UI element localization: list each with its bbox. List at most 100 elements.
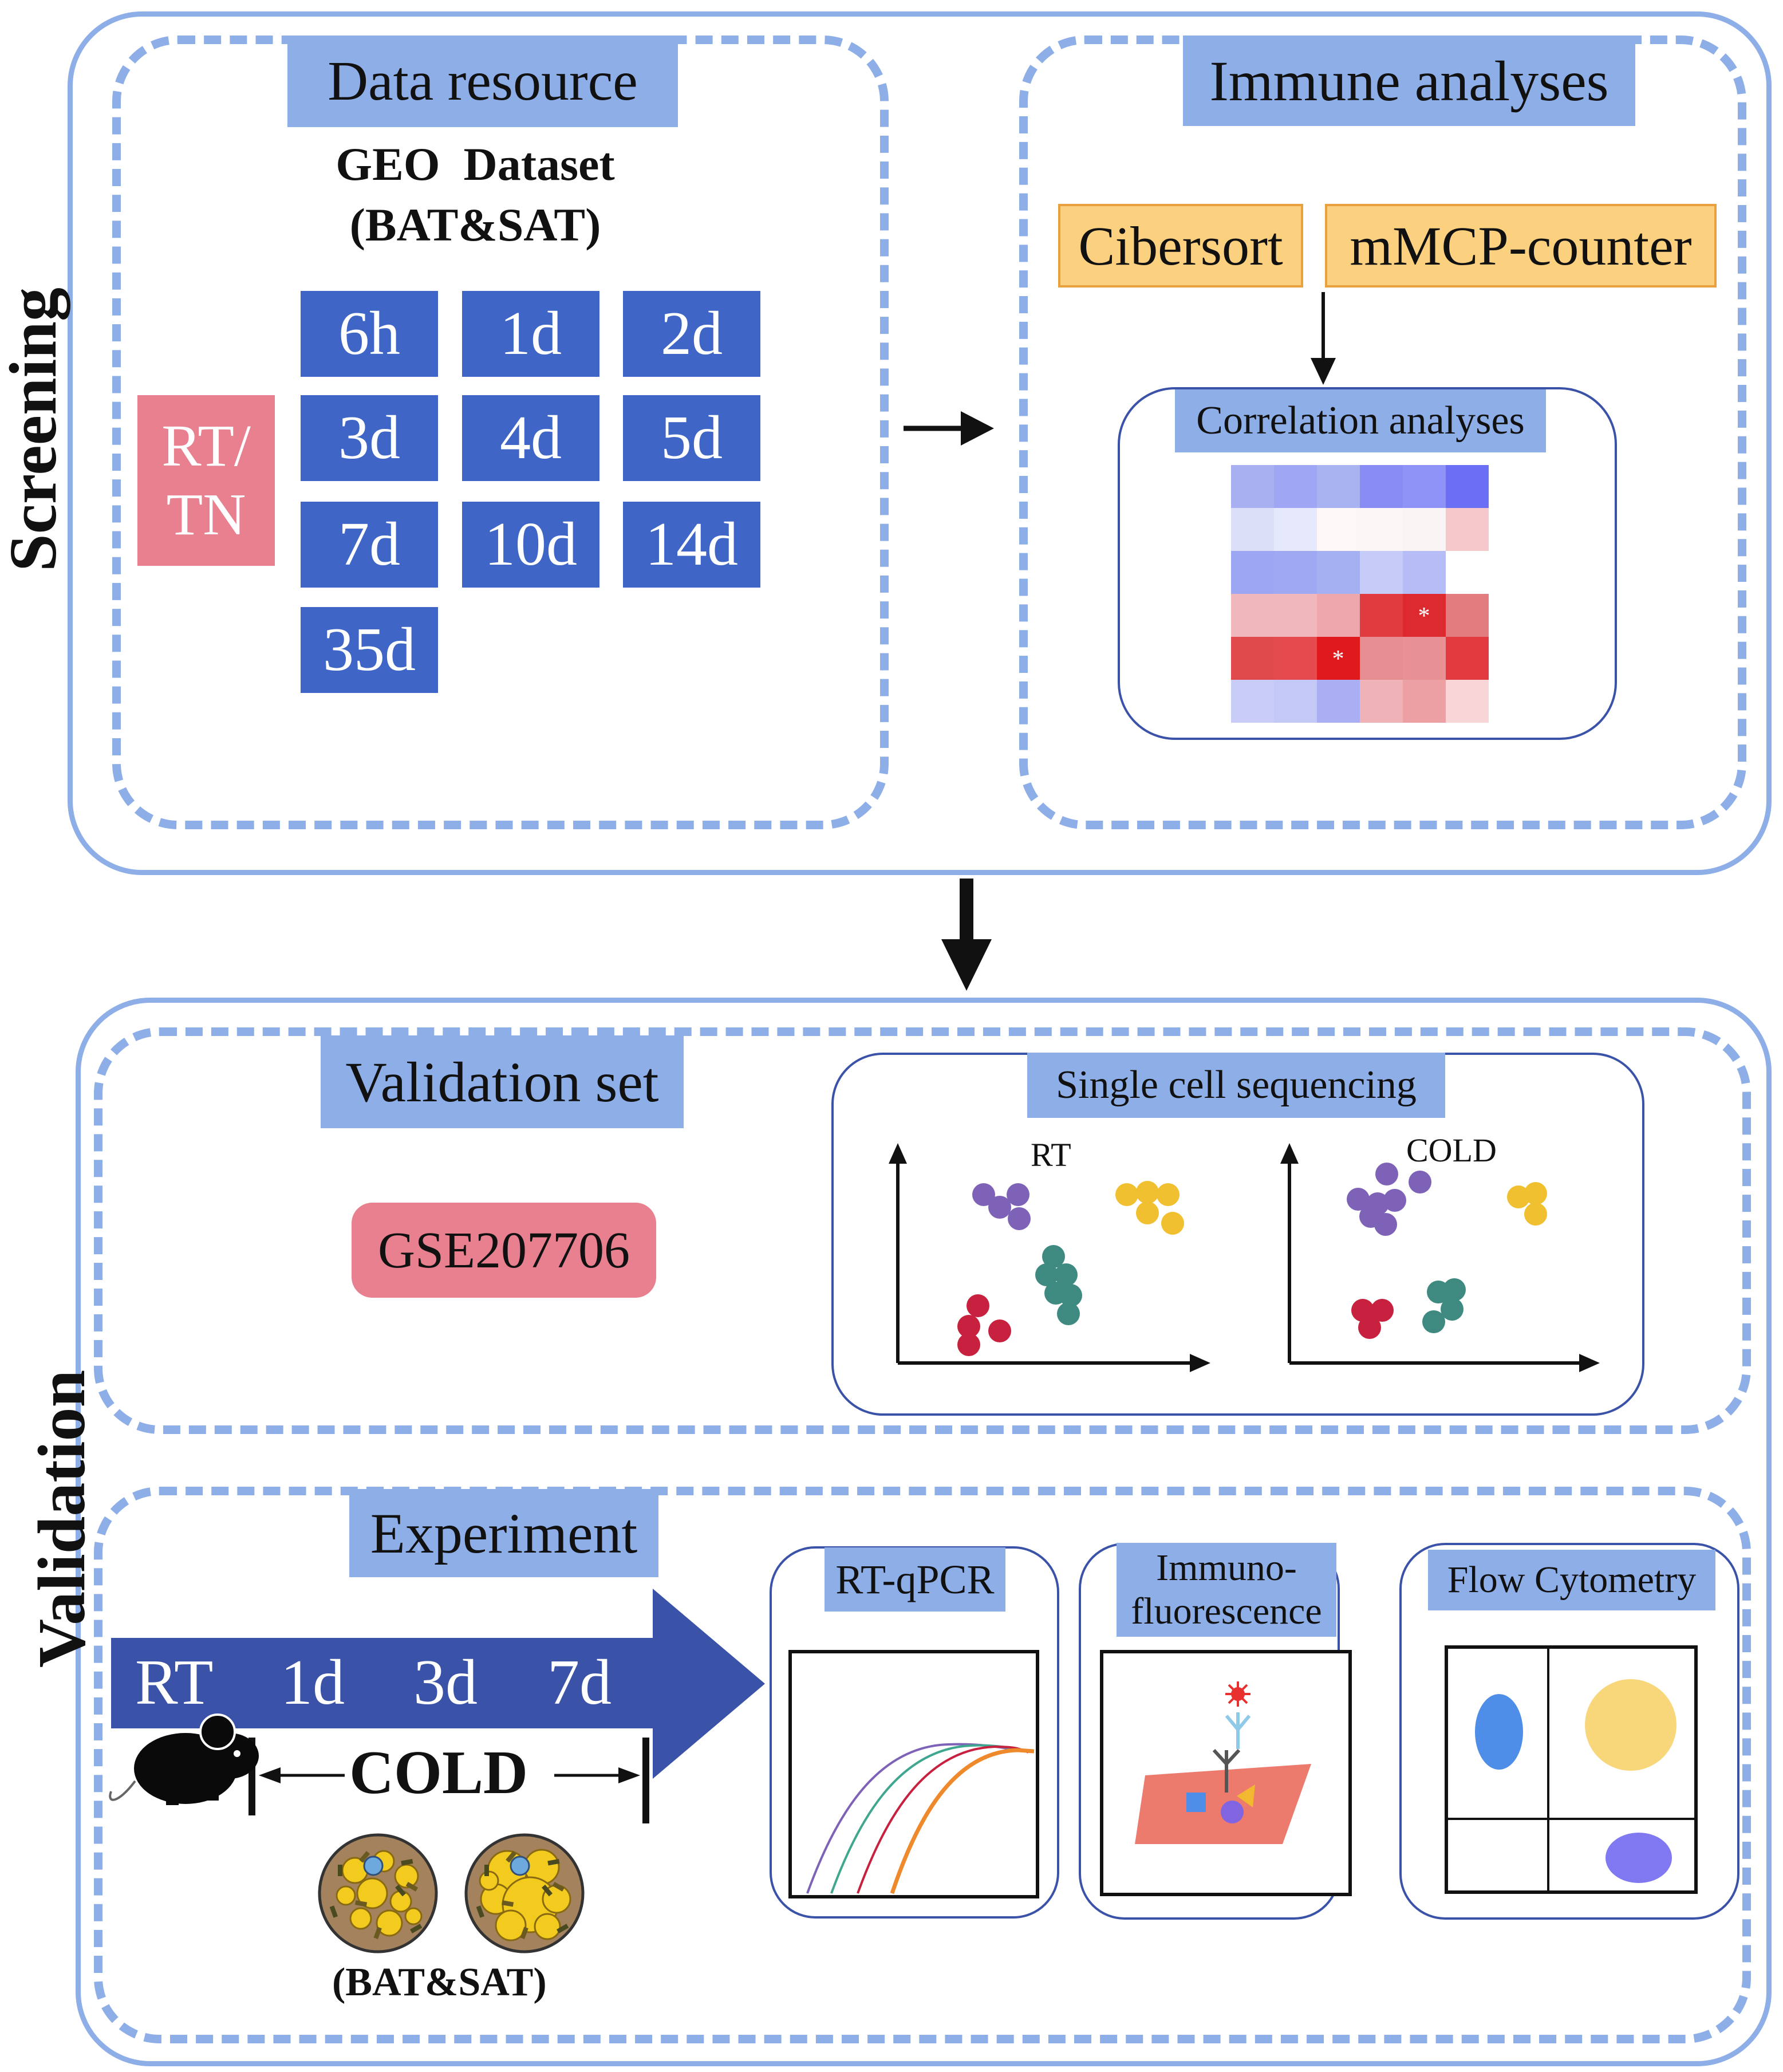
cell-point <box>1347 1188 1370 1211</box>
heatmap-cell <box>1360 465 1403 508</box>
cell-point <box>1375 1163 1398 1185</box>
timepoint-35d: 35d <box>301 607 438 693</box>
cell-point <box>1507 1185 1530 1208</box>
timepoint-10d: 10d <box>462 502 599 588</box>
heatmap-cell <box>1403 551 1446 594</box>
timeline-3d: 3d <box>413 1647 478 1718</box>
scseq-plots: RT COLD <box>889 1132 1600 1372</box>
timepoint-3d: 3d <box>301 395 438 481</box>
heatmap-cell <box>1446 680 1489 723</box>
flow-cytometry-plot <box>1445 1645 1698 1894</box>
data-resource-title: Data resource <box>287 36 678 127</box>
timepoint-2d: 2d <box>623 291 760 377</box>
cell-point <box>1409 1171 1431 1193</box>
heatmap-cell <box>1360 551 1403 594</box>
validation-set-box <box>94 1027 1751 1434</box>
timeline-1d: 1d <box>281 1647 345 1718</box>
heatmap-cell <box>1317 594 1360 637</box>
bat-tissue-icon <box>318 1833 438 1953</box>
heatmap-cell <box>1360 508 1403 551</box>
heatmap-cell <box>1274 551 1317 594</box>
heatmap-cell <box>1446 465 1489 508</box>
cibersort-tool: Cibersort <box>1058 204 1303 287</box>
cell-point <box>1383 1189 1406 1212</box>
cell-point <box>988 1319 1011 1342</box>
heatmap-cell <box>1317 637 1360 680</box>
heatmap-cell <box>1231 680 1274 723</box>
cell-point <box>1374 1213 1397 1236</box>
cell-point <box>1055 1263 1078 1286</box>
mmcp-counter-tool: mMCP-counter <box>1325 204 1717 287</box>
cell-point <box>1007 1183 1029 1206</box>
heatmap-cell <box>1317 508 1360 551</box>
timepoint-4d: 4d <box>462 395 599 481</box>
cold-plot-label: COLD <box>1406 1132 1497 1169</box>
cell-point <box>972 1183 995 1206</box>
heatmap-cell <box>1446 594 1489 637</box>
cell-point <box>1059 1284 1082 1307</box>
heatmap-cell <box>1317 465 1360 508</box>
heatmap-cell <box>1446 551 1489 594</box>
gse-dataset-badge: GSE207706 <box>352 1203 656 1298</box>
timepoint-6h: 6h <box>301 291 438 377</box>
timepoint-5d: 5d <box>623 395 760 481</box>
heatmap-cell <box>1403 508 1446 551</box>
heatmap-cell <box>1274 508 1317 551</box>
validation-set-title: Validation set <box>321 1035 684 1128</box>
heatmap-cell <box>1446 508 1489 551</box>
timepoint-1d: 1d <box>462 291 599 377</box>
cold-label: COLD <box>349 1739 528 1807</box>
dataset-title: GEO Dataset <box>336 138 615 190</box>
heatmap-cell <box>1274 465 1317 508</box>
correlation-heatmap: * * <box>1231 465 1489 723</box>
immunofluorescence-title: Immuno- fluorescence <box>1117 1543 1336 1637</box>
cell-point <box>1115 1183 1138 1206</box>
correlation-title: Correlation analyses <box>1175 389 1546 452</box>
cell-point <box>1057 1302 1080 1325</box>
cell-point <box>1524 1182 1547 1205</box>
cell-point <box>1443 1278 1466 1301</box>
heatmap-cell <box>1274 637 1317 680</box>
validation-frame <box>76 998 1772 2066</box>
cell-point <box>1157 1183 1180 1206</box>
cell-point <box>1358 1316 1381 1339</box>
cell-point <box>1441 1298 1464 1321</box>
heatmap-cell <box>1231 551 1274 594</box>
cell-point <box>1351 1299 1374 1322</box>
heatmap-cell <box>1403 680 1446 723</box>
cell-point <box>1136 1181 1159 1204</box>
right-arrow <box>904 411 994 446</box>
cell-point <box>1136 1202 1159 1224</box>
heatmap-cell <box>1231 508 1274 551</box>
cell-point <box>1422 1310 1445 1333</box>
cell-point <box>1371 1299 1394 1322</box>
screening-frame <box>68 11 1772 875</box>
heatmap-cell <box>1274 594 1317 637</box>
dataset-tissue: (BAT&SAT) <box>349 199 601 251</box>
down-arrow-large <box>941 879 992 991</box>
cell-point <box>1035 1263 1058 1286</box>
heatmap-cell <box>1403 637 1446 680</box>
timeline-arrow <box>111 1589 765 1779</box>
heatmap-cell <box>1360 680 1403 723</box>
timeline-7d: 7d <box>547 1647 612 1718</box>
cell-point <box>957 1315 980 1338</box>
immune-analyses-title: Immune analyses <box>1183 36 1635 126</box>
flow-cytometry-title: Flow Cytometry <box>1428 1550 1715 1610</box>
significance-marker: * <box>1332 646 1344 672</box>
sat-tissue-icon <box>464 1833 585 1953</box>
heatmap-cell <box>1446 637 1489 680</box>
heatmap-cell <box>1403 465 1446 508</box>
heatmap-cell <box>1274 680 1317 723</box>
rtqpcr-amplification-plot <box>788 1650 1039 1898</box>
cell-point <box>1161 1212 1184 1235</box>
heatmap-cell <box>1317 680 1360 723</box>
heatmap-cell <box>1231 594 1274 637</box>
cell-point <box>1008 1207 1031 1230</box>
scseq-title: Single cell sequencing <box>1027 1053 1445 1118</box>
timeline-rt: RT <box>135 1647 214 1718</box>
cell-point <box>1042 1245 1065 1268</box>
cell-point <box>967 1294 989 1317</box>
